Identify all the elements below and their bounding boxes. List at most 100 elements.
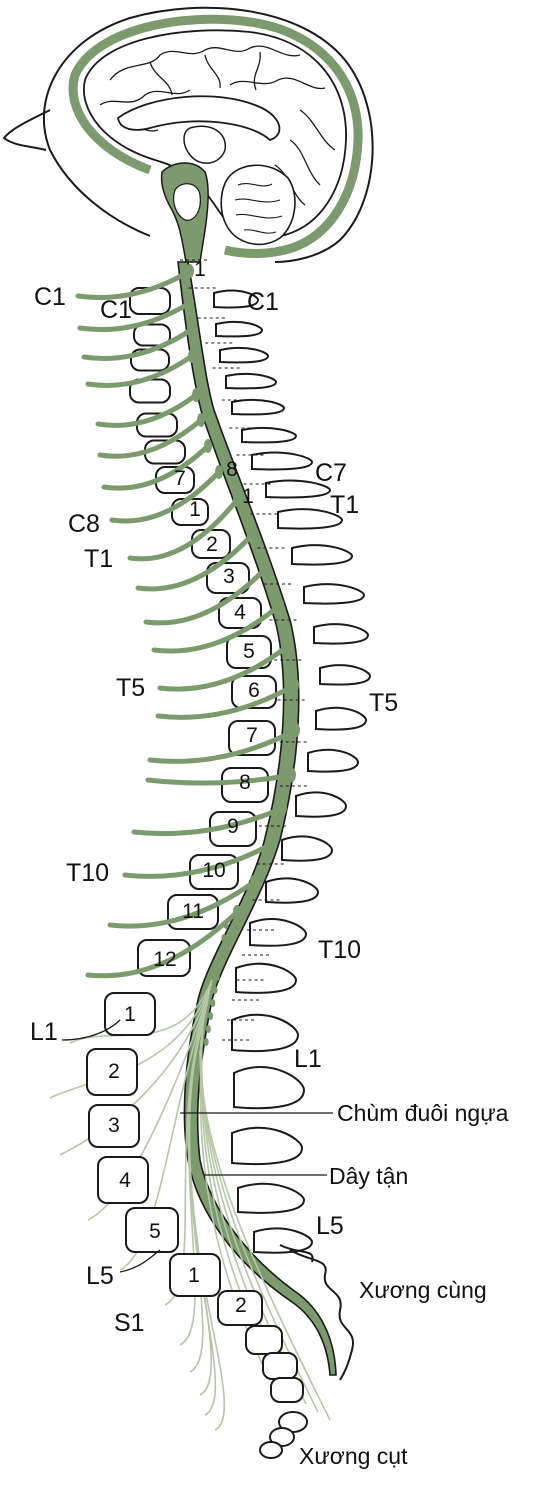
vertebral-body: [217, 1290, 263, 1326]
spinous-process: [303, 583, 366, 605]
num-t1-a: 1: [189, 498, 201, 521]
leader-l5: [119, 1249, 161, 1273]
dorsal-root-ganglion: [188, 349, 196, 363]
spinal-nerve: [143, 565, 269, 626]
spinal-nerve: [75, 268, 193, 301]
lumbar-root-ganglion: [203, 1038, 209, 1046]
spinous-process: [219, 346, 270, 364]
dorsal-root-ganglion: [266, 838, 274, 852]
labels: C1 C1 C1 C7 T1 C8 T1 T5 T5 T10 T10 L1 L1…: [30, 283, 509, 1469]
cauda-strand: [199, 1049, 331, 1421]
spinous-process: [291, 544, 354, 566]
spinal-nerve: [77, 300, 193, 333]
spinal-nerve: [131, 805, 286, 837]
vertebral-body: [125, 1207, 179, 1253]
spinous-processes: [213, 289, 372, 1254]
dorsal-root-ganglion: [186, 264, 194, 278]
spinal-nerve: [109, 469, 222, 524]
spinal-nerve: [135, 533, 254, 592]
spinous-process: [231, 1126, 304, 1166]
spinal-nerve: [145, 772, 295, 786]
label-t1-nerve: T1: [84, 545, 113, 573]
spinous-process: [249, 918, 308, 947]
brain-gyri: [99, 45, 336, 206]
spinous-process: [233, 1066, 306, 1110]
vertebral-body: [133, 323, 171, 347]
skull-outline: [42, 6, 374, 263]
lumbar-root-ganglion: [221, 934, 227, 942]
dorsal-root-ganglion: [285, 638, 293, 652]
vertebra-numbers: 1 7 8 1 1 2 3 4 5 6 7 8 9 10 11 12 1 2 3…: [108, 258, 260, 1317]
label-l5-nerve: L5: [86, 1262, 114, 1290]
vertebral-body: [262, 1352, 298, 1380]
num-t9: 9: [227, 815, 239, 838]
label-coccyx: Xương cụt: [299, 1443, 408, 1469]
num-t7: 7: [246, 724, 258, 747]
spinous-process: [313, 623, 370, 645]
dorsal-root-ganglion: [247, 529, 255, 543]
label-c1-vertebra: C1: [100, 296, 132, 324]
label-cauda-equina: Chùm đuôi ngựa: [337, 1100, 509, 1126]
spinous-process: [265, 877, 320, 904]
coccyx-segment: [269, 1427, 295, 1447]
label-t10-back: T10: [318, 936, 361, 964]
spinal-nerve: [85, 353, 195, 388]
num-l5: 5: [149, 1220, 161, 1243]
num-t3: 3: [223, 565, 235, 588]
spinal-nerve: [101, 443, 211, 491]
lumbar-root-ganglion: [223, 921, 229, 929]
dorsal-root-ganglion: [291, 678, 299, 692]
num-t8: 8: [239, 771, 251, 794]
num-t11: 11: [182, 900, 204, 923]
cerebellum-folia: [234, 183, 283, 234]
num-t4: 4: [234, 601, 246, 624]
dorsal-root-ganglia: [186, 264, 300, 1046]
spinal-nerve: [147, 727, 299, 764]
cauda-strand: [87, 991, 211, 1221]
label-c7: C7: [315, 459, 347, 487]
dorsal-root-ganglion: [192, 388, 200, 402]
spinal-nerve: [157, 642, 292, 692]
dorsal-root-ganglion: [262, 561, 270, 575]
label-t5-back: T5: [369, 689, 398, 717]
label-s1: S1: [114, 1309, 145, 1337]
spinous-process: [277, 508, 344, 530]
num-c1: 1: [194, 258, 206, 281]
spinous-process: [213, 289, 260, 309]
cauda-strand: [59, 987, 212, 1156]
vertebral-body: [218, 597, 262, 629]
spinal-nerve: [85, 909, 240, 979]
segment-dividers: [180, 259, 308, 1041]
cerebellum: [220, 164, 296, 246]
spinous-process: [241, 426, 298, 444]
leader-lines: [61, 1019, 333, 1273]
label-c1-back: C1: [247, 288, 279, 316]
spinous-process: [315, 706, 368, 731]
vertebral-body: [206, 562, 250, 594]
label-l1-nerve: L1: [30, 1018, 58, 1046]
vertebral-body: [88, 1104, 140, 1148]
dorsal-root-ganglion: [292, 723, 300, 737]
label-l5-back: L5: [316, 1212, 344, 1240]
num-t5: 5: [243, 640, 255, 663]
spinous-process: [307, 748, 360, 773]
spinous-process: [225, 372, 278, 390]
num-s2: 2: [235, 1294, 247, 1317]
dorsal-root-ganglion: [233, 905, 241, 919]
num-t12: 12: [153, 948, 176, 971]
spinal-nerve: [127, 497, 240, 562]
vertebral-body: [270, 1377, 304, 1403]
lumbar-root-ganglion: [216, 960, 222, 968]
dorsal-root-ganglion: [197, 413, 205, 427]
num-t6: 6: [248, 679, 260, 702]
dorsal-root-ganglion: [233, 493, 241, 507]
vertebral-body: [97, 1156, 149, 1204]
lumbar-root-ganglion: [219, 947, 225, 955]
num-l2: 2: [108, 1060, 120, 1083]
spinous-process: [231, 1013, 300, 1053]
spinous-process: [281, 835, 334, 862]
dorsal-root-ganglion: [215, 465, 223, 479]
vertebral-body: [86, 1048, 138, 1096]
dorsal-root-ganglion: [279, 801, 287, 815]
